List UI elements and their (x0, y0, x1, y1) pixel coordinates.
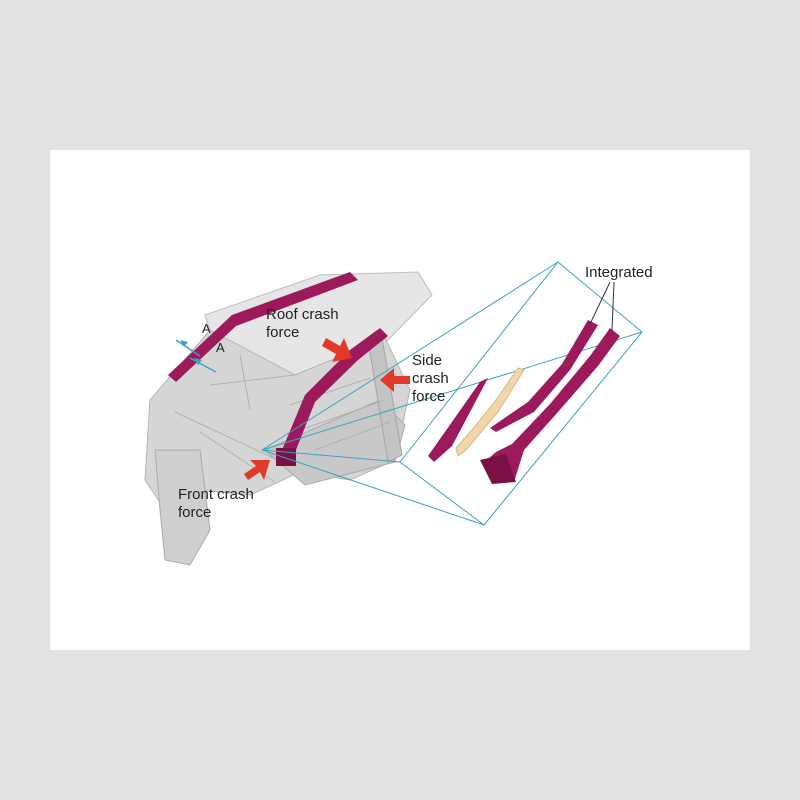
front-crash-force-label: Front crash force (178, 486, 254, 521)
exploded-base-bracket (480, 454, 516, 484)
a-pillar-roof-rail (168, 272, 358, 382)
section-arrow-icon (180, 340, 188, 347)
section-arrow-icon (194, 358, 202, 365)
force-arrow-icon (244, 460, 270, 480)
exploded-reinforcement-inner (455, 367, 525, 457)
front-lower-structure (154, 449, 211, 566)
section-label-a-bottom: A (216, 340, 225, 355)
roof-crash-force-label: Roof crash force (266, 306, 339, 341)
figure-panel: Roof crash force Side crash force Front … (50, 150, 750, 650)
section-label-a-top: A (202, 321, 211, 336)
a-pillar-front (282, 328, 388, 455)
side-crash-force-label: Side crash force (412, 352, 449, 405)
integrated-pointers (589, 281, 615, 331)
a-pillar-base (276, 448, 296, 466)
exploded-reinforcement-outer (428, 378, 488, 462)
exploded-integrated-upper (490, 320, 598, 432)
callout-lines (261, 261, 643, 526)
force-arrow-icon (380, 368, 410, 392)
car-body-illustration (144, 261, 643, 566)
force-arrow-icon (322, 338, 352, 362)
integrated-label: Integrated (585, 264, 653, 281)
exploded-integrated-lower (482, 328, 620, 482)
section-a-marks (175, 339, 217, 373)
